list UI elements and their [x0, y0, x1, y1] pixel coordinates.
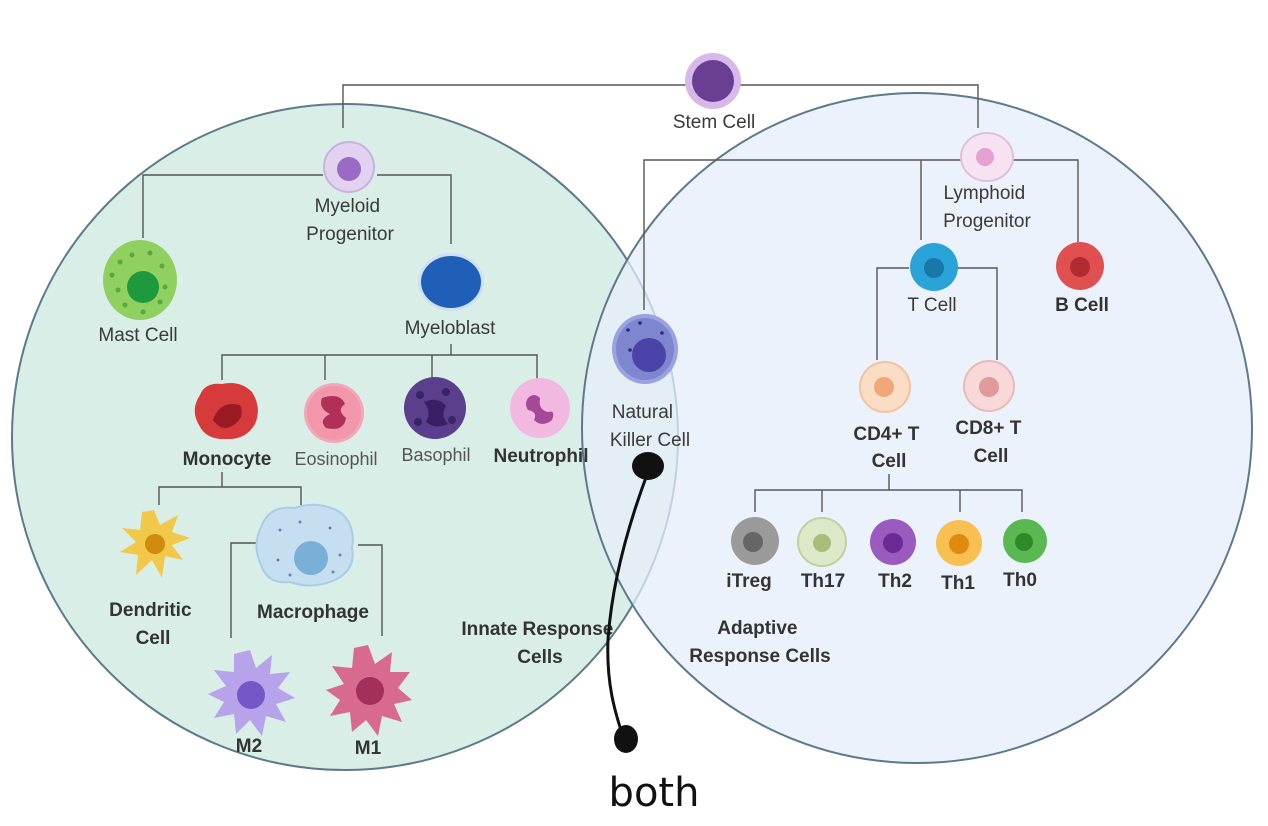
myeloblast-label: Myeloblast: [405, 318, 497, 339]
myeloid-progenitor-label: Myeloid Progenitor: [306, 196, 394, 245]
neutrophil-cell: [510, 378, 570, 438]
th0-cell: [1003, 519, 1047, 563]
eosinophil-cell: [304, 383, 364, 443]
itreg-cell: [731, 517, 779, 565]
basophil-label: Basophil: [401, 445, 470, 465]
basophil-cell: [404, 377, 466, 439]
th2-cell: [870, 519, 916, 565]
m1-cell: [326, 645, 412, 736]
th17-cell: [797, 517, 847, 567]
natural-killer-cell-label: Natural Killer Cell: [610, 402, 690, 451]
cd4-t-cell-label: CD4+ T Cell: [853, 424, 924, 472]
m2-cell: [208, 650, 295, 736]
cd8-t-cell: [963, 360, 1015, 412]
macrophage-label: Macrophage: [257, 602, 369, 623]
th1-cell: [936, 520, 982, 566]
neutrophil-label: Neutrophil: [494, 446, 589, 467]
adaptive-region-label: Adaptive Response Cells: [689, 618, 831, 667]
monocyte-label: Monocyte: [183, 449, 272, 470]
th1-label: Th1: [941, 573, 975, 594]
stem-cell: [685, 53, 741, 109]
dendritic-cell: [120, 510, 190, 578]
handwritten-both-label: both: [609, 770, 700, 816]
natural-killer-cell: [612, 314, 678, 384]
monocyte-cell: [194, 383, 258, 440]
lymphoid-progenitor-label: Lymphoid Progenitor: [943, 183, 1031, 232]
t-cell: [910, 243, 958, 291]
cd4-t-cell: [859, 361, 911, 413]
eosinophil-label: Eosinophil: [294, 449, 377, 469]
th2-label: Th2: [878, 571, 912, 592]
stem-cell-label: Stem Cell: [673, 112, 755, 133]
dendritic-cell-label: Dendritic Cell: [109, 600, 197, 649]
cd8-t-cell-label: CD8+ T Cell: [955, 418, 1026, 467]
itreg-label: iTreg: [726, 571, 771, 592]
innate-region-label: Innate Response Cells: [461, 619, 618, 668]
m2-label: M2: [236, 736, 262, 757]
macrophage-cell: [255, 503, 354, 587]
th17-label: Th17: [801, 571, 845, 592]
myeloblast-cell: [418, 253, 484, 311]
mast-cell-label: Mast Cell: [98, 325, 177, 346]
m1-label: M1: [355, 738, 382, 759]
th0-label: Th0: [1003, 570, 1037, 591]
b-cell-label: B Cell: [1055, 295, 1109, 316]
mast-cell: [103, 240, 177, 320]
myeloid-progenitor-cell: [323, 141, 375, 193]
t-cell-label: T Cell: [907, 295, 956, 316]
b-cell: [1056, 242, 1104, 290]
lymphoid-progenitor-cell: [960, 132, 1014, 182]
handwritten-arrow-annotation: [606, 452, 664, 753]
